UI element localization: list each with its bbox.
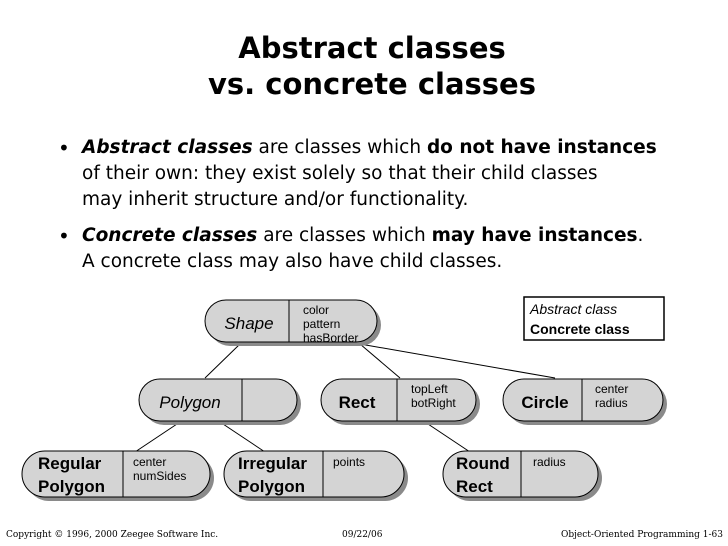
title-line-2: vs. concrete classes bbox=[208, 67, 536, 101]
legend-abstract-label: Abstract class bbox=[529, 301, 617, 317]
edge-shape-rect bbox=[359, 343, 401, 379]
bullet-concrete-line-2: A concrete class may also have child cla… bbox=[82, 251, 503, 272]
node-name: Irregular bbox=[238, 454, 307, 473]
connectors bbox=[134, 343, 556, 453]
edge-shape-circle bbox=[359, 343, 556, 379]
node-attr: center bbox=[595, 382, 628, 396]
edge-polygon-regular bbox=[134, 421, 181, 453]
node-irregular-polygon: Irregular Polygon points bbox=[223, 450, 408, 501]
footer-copyright: Copyright © 1996, 2000 Zeegee Software I… bbox=[6, 530, 219, 540]
footer-course: Object-Oriented Programming 1-63 bbox=[561, 530, 723, 540]
footer-date: 09/22/06 bbox=[342, 530, 383, 540]
node-name: Polygon bbox=[38, 477, 105, 496]
edge-shape-polygon bbox=[204, 343, 241, 379]
edge-polygon-irregular bbox=[219, 421, 266, 453]
node-name: Circle bbox=[521, 393, 568, 412]
legend: Abstract class Concrete class bbox=[523, 296, 665, 341]
bullet-abstract: • Abstract classes are classes which do … bbox=[58, 135, 718, 213]
node-attr: color bbox=[303, 303, 329, 317]
node-shape: Shape color pattern hasBorder bbox=[204, 299, 381, 346]
node-attr: topLeft bbox=[411, 382, 448, 396]
node-circle: Circle center radius bbox=[502, 378, 667, 425]
bullet-abstract-line-3: may inherit structure and/or functionali… bbox=[82, 189, 469, 210]
bullet-concrete-line-1: Concrete classes are classes which may h… bbox=[82, 223, 718, 249]
title-line-1: Abstract classes bbox=[238, 31, 506, 65]
bullet-text: are classes which bbox=[257, 225, 432, 246]
node-attr: botRight bbox=[411, 396, 456, 410]
emphasis-text: do not have instances bbox=[426, 137, 657, 158]
node-rect: Rect topLeft botRight bbox=[320, 378, 480, 425]
bullet-text: . bbox=[637, 225, 644, 246]
node-round-rect: Round Rect radius bbox=[442, 450, 602, 501]
bullet-dot-icon: • bbox=[58, 224, 70, 248]
node-name: Polygon bbox=[159, 393, 220, 412]
node-attr: numSides bbox=[133, 469, 186, 483]
node-name: Rect bbox=[339, 393, 376, 412]
bullet-concrete: • Concrete classes are classes which may… bbox=[58, 223, 718, 275]
node-attr: pattern bbox=[303, 317, 340, 331]
node-name: Shape bbox=[224, 314, 273, 333]
node-attr: points bbox=[333, 455, 365, 469]
bullet-abstract-line-1: Abstract classes are classes which do no… bbox=[82, 135, 718, 161]
emphasis-text: may have instances bbox=[431, 225, 638, 246]
term-concrete: Concrete classes bbox=[82, 225, 258, 246]
bullet-list: • Abstract classes are classes which do … bbox=[58, 135, 718, 285]
legend-concrete-label: Concrete class bbox=[530, 321, 630, 337]
node-polygon: Polygon bbox=[138, 378, 301, 425]
node-name: Regular bbox=[38, 454, 102, 473]
bullet-abstract-line-2: of their own: they exist solely so that … bbox=[82, 163, 598, 184]
bullet-dot-icon: • bbox=[58, 136, 70, 160]
node-regular-polygon: Regular Polygon center numSides bbox=[21, 450, 214, 501]
term-abstract: Abstract classes bbox=[82, 137, 253, 158]
node-attr: radius bbox=[595, 396, 628, 410]
slide-title: Abstract classes vs. concrete classes bbox=[8, 30, 728, 102]
node-name: Polygon bbox=[238, 477, 305, 496]
node-attr: center bbox=[133, 455, 166, 469]
node-attr: radius bbox=[533, 455, 566, 469]
node-name: Round bbox=[456, 454, 510, 473]
node-attr: hasBorder bbox=[303, 331, 358, 345]
bullet-text: are classes which bbox=[252, 137, 427, 158]
node-name: Rect bbox=[456, 477, 493, 496]
edge-rect-round bbox=[424, 421, 471, 453]
